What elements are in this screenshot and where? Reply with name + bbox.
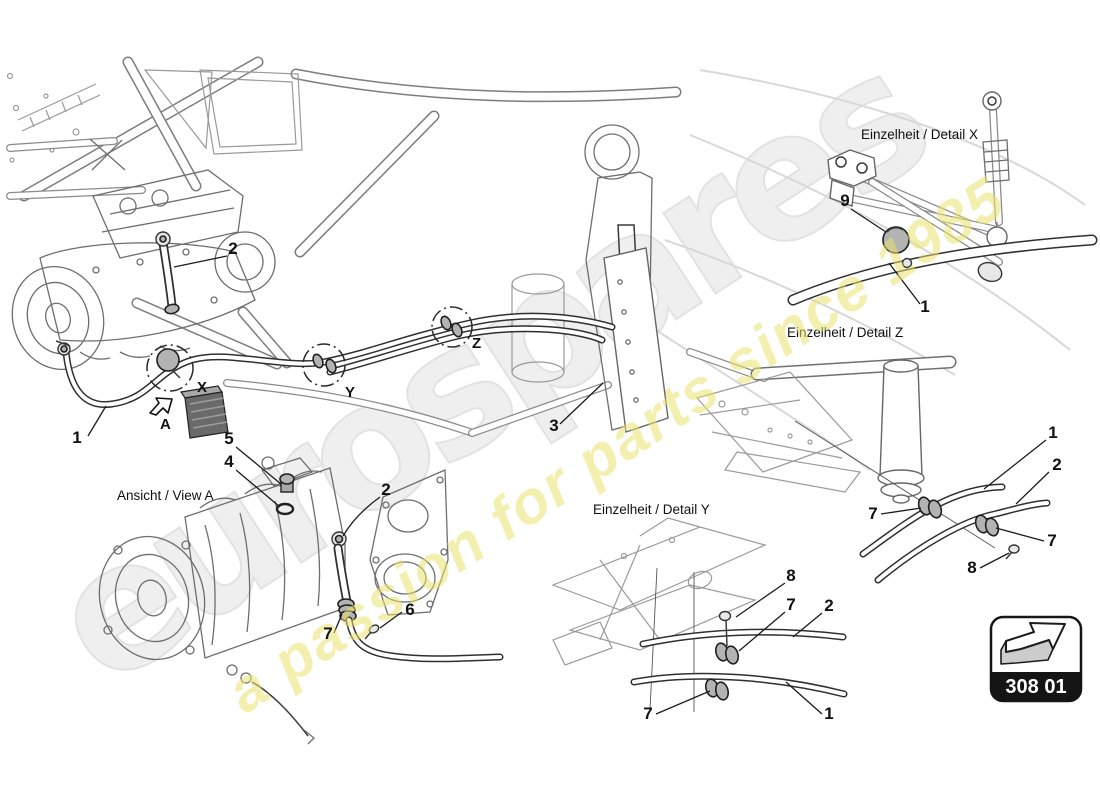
detail-circle-x — [146, 344, 194, 392]
detail-z-title: Einzelheit / Detail Z — [787, 325, 903, 340]
gearbox-main-view — [11, 169, 276, 371]
detail-circle-y — [302, 343, 346, 387]
marker-letter-z: Z — [472, 335, 481, 352]
view-a-gearbox-drawing — [98, 456, 504, 745]
detail-circle-z — [431, 306, 473, 348]
callout-detail_y-1-4: 1 — [824, 704, 833, 723]
marker-letter-y: Y — [345, 384, 355, 401]
callout-view_a-2-2: 2 — [381, 480, 390, 499]
callout-detail_x-1-1: 1 — [920, 297, 929, 316]
part-4-washer — [275, 502, 295, 516]
callout-detail_z-1-0: 1 — [1048, 423, 1057, 442]
detail-z-leaders — [880, 439, 1050, 569]
callout-detail_y-2-2: 2 — [824, 596, 833, 615]
screw-6 — [364, 624, 380, 640]
part-5-plug — [279, 473, 295, 493]
screw-8-z — [1005, 544, 1020, 560]
callout-detail_z-7-2: 7 — [868, 504, 877, 523]
detail-x-view: Einzelheit / Detail X — [787, 91, 1098, 306]
part-group-code: 308 01 — [1005, 676, 1066, 698]
callout-detail_y-7-3: 7 — [643, 704, 652, 723]
callout-view_a-5-0: 5 — [224, 429, 233, 448]
screw-8-y — [718, 610, 732, 647]
detail-y-leaders — [655, 582, 823, 715]
hose-clamp-y1 — [714, 642, 740, 665]
callout-detail_x-9-0: 9 — [840, 191, 849, 210]
callout-view_a-6-3: 6 — [405, 600, 414, 619]
callout-layer: 1 2 3 9 1 1 2 7 7 8 8 7 2 7 1 5 4 2 6 7 X Y Z A — [72, 191, 1061, 723]
detail-y-drawing — [551, 517, 848, 712]
marker-letter-a: A — [160, 416, 171, 433]
callout-main-3-2: 3 — [549, 416, 558, 435]
callout-detail_y-8-0: 8 — [786, 566, 795, 585]
callout-main-1-0: 1 — [72, 428, 81, 447]
main-leader-lines — [87, 255, 604, 437]
part-9-cap — [882, 226, 910, 254]
detail-x-leaders — [850, 208, 921, 305]
view-a-direction-arrow — [149, 397, 173, 416]
view-a-title: Ansicht / View A — [117, 488, 214, 503]
main-hoses — [55, 231, 616, 409]
ecu-box — [179, 385, 229, 439]
part-group-badge: 308 01 — [989, 615, 1083, 703]
detail-y-view: Einzelheit / Detail Y — [551, 502, 848, 715]
detail-z-view: Einzelheit / Detail Z — [686, 325, 1051, 584]
hose-clamp-y2 — [704, 678, 730, 701]
hose-clamp-z1 — [917, 496, 943, 519]
callout-detail_z-7-3: 7 — [1047, 531, 1056, 550]
marker-letter-x: X — [197, 379, 207, 396]
detail-x-drawing — [787, 91, 1098, 306]
detail-x-title: Einzelheit / Detail X — [861, 127, 978, 142]
badge-arrow-icon — [1000, 622, 1066, 665]
callout-detail_z-8-4: 8 — [967, 558, 976, 577]
chassis-frame — [6, 56, 682, 437]
callout-main-2-1: 2 — [228, 239, 237, 258]
detail-y-title: Einzelheit / Detail Y — [593, 502, 710, 517]
callout-view_a-4-1: 4 — [224, 452, 234, 471]
detail-markers — [146, 306, 473, 416]
view-a-leaders — [235, 446, 403, 634]
callout-detail_y-7-1: 7 — [786, 595, 795, 614]
callout-view_a-7-4: 7 — [323, 624, 332, 643]
main-assembly-view — [6, 56, 1086, 471]
view-a: Ansicht / View A — [98, 446, 504, 745]
callout-detail_z-2-1: 2 — [1052, 455, 1061, 474]
hose-clamp-z2 — [974, 514, 1000, 537]
